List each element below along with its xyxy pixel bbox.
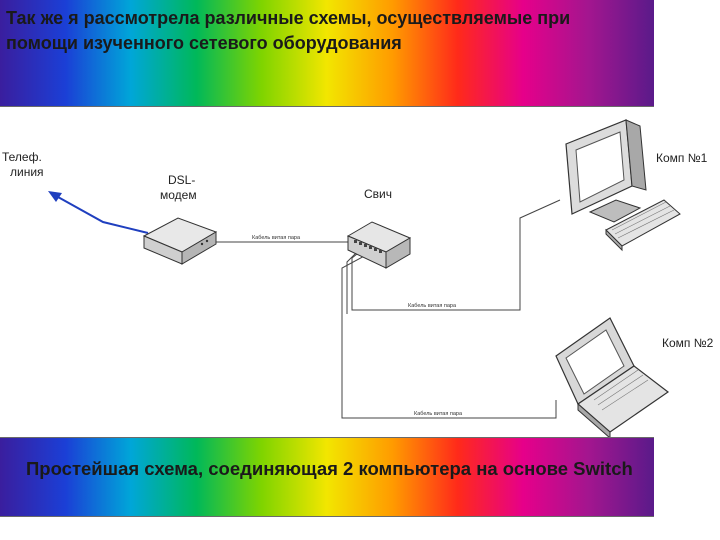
modem-label-2: модем xyxy=(160,188,197,202)
title-banner-margin xyxy=(654,0,720,107)
caption-banner xyxy=(0,437,654,517)
phone-line-arrow xyxy=(48,191,149,234)
pc2-label: Комп №2 xyxy=(662,336,714,350)
slide-caption: Простейшая схема, соединяющая 2 компьюте… xyxy=(26,458,633,479)
slide-title: Так же я рассмотрела различные схемы, ос… xyxy=(6,8,571,53)
switch-label: Свич xyxy=(364,187,392,201)
pc1-keyboard-icon xyxy=(605,199,681,252)
pc1-label: Комп №1 xyxy=(656,151,708,165)
title-banner xyxy=(0,0,654,107)
cable-label-2: Кабель витая пара xyxy=(408,303,457,309)
phone-line-label-2: линия xyxy=(10,165,44,179)
dsl-modem-icon xyxy=(142,217,218,265)
switch-icon xyxy=(346,221,412,269)
pc2-laptop-icon xyxy=(555,317,670,437)
cable-label-1: Кабель витая пара xyxy=(252,235,301,241)
modem-label-1: DSL- xyxy=(168,173,195,187)
cables xyxy=(216,199,561,419)
cable-label-3: Кабель витая пара xyxy=(414,411,463,417)
phone-line-label-1: Телеф. xyxy=(2,150,42,164)
network-diagram: Телеф. линия DSL- модем Кабель витая пар… xyxy=(2,119,714,437)
pc1-monitor-icon xyxy=(565,119,647,223)
